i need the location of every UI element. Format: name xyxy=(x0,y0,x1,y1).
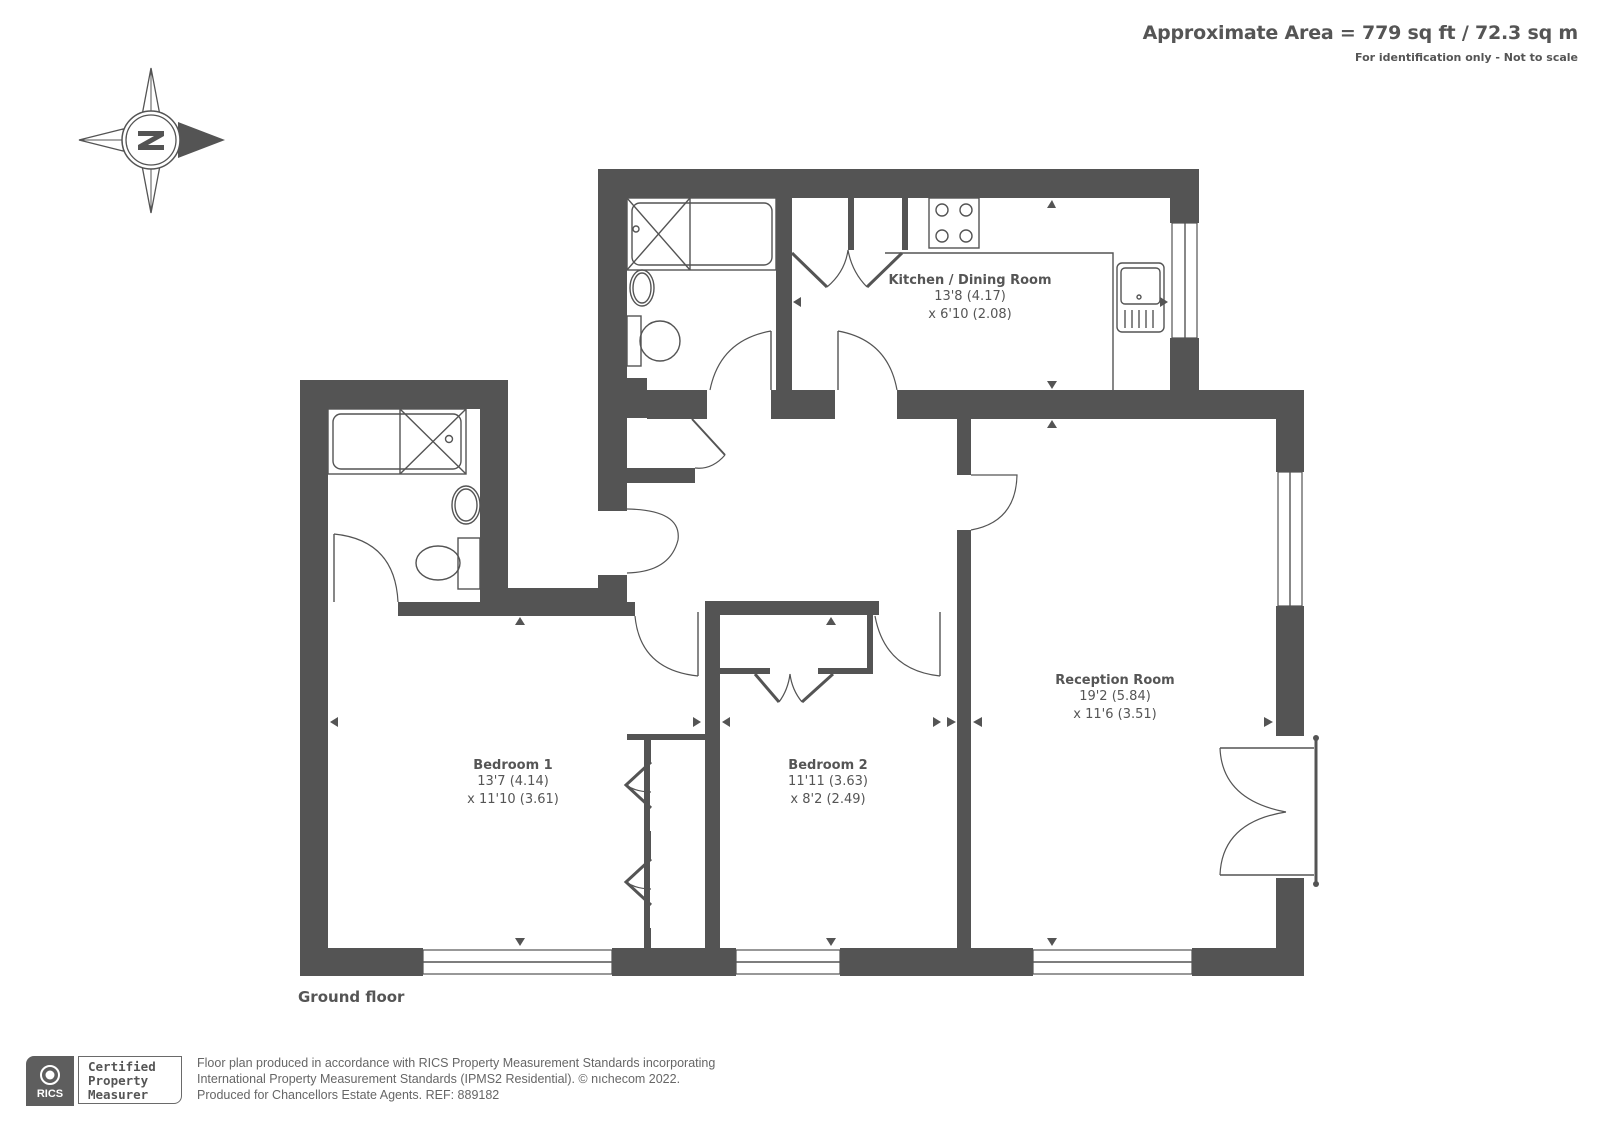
kitchen-fixtures xyxy=(885,197,1165,390)
measurement-arrows xyxy=(330,200,1273,946)
room-label-bedroom-1: Bedroom 1 13'7 (4.14) x 11'10 (3.61) xyxy=(467,758,559,807)
header: Approximate Area = 779 sq ft / 72.3 sq m… xyxy=(1142,22,1579,64)
rics-logo: RICS xyxy=(26,1056,74,1106)
footer-disclaimer: Floor plan produced in accordance with R… xyxy=(197,1056,716,1102)
windows xyxy=(422,222,1303,975)
lion-icon xyxy=(40,1065,60,1085)
rics-badge: RICS Certified Property Measurer xyxy=(26,1056,186,1106)
disclaimer-note: For identification only - Not to scale xyxy=(1355,51,1578,64)
room-label-kitchen-dining: Kitchen / Dining Room 13'8 (4.17) x 6'10… xyxy=(888,273,1052,322)
doors xyxy=(333,249,1319,948)
bathroom-fixtures xyxy=(327,197,777,590)
approximate-area: Approximate Area = 779 sq ft / 72.3 sq m xyxy=(1142,22,1579,44)
floor-label: Ground floor xyxy=(298,988,405,1006)
walls xyxy=(300,169,1304,976)
room-label-reception: Reception Room 19'2 (5.84) x 11'6 (3.51) xyxy=(1055,673,1175,722)
certified-property-measurer: Certified Property Measurer xyxy=(78,1056,182,1104)
room-label-bedroom-2: Bedroom 2 11'11 (3.63) x 8'2 (2.49) xyxy=(788,758,868,807)
compass-rose-icon xyxy=(78,67,225,214)
